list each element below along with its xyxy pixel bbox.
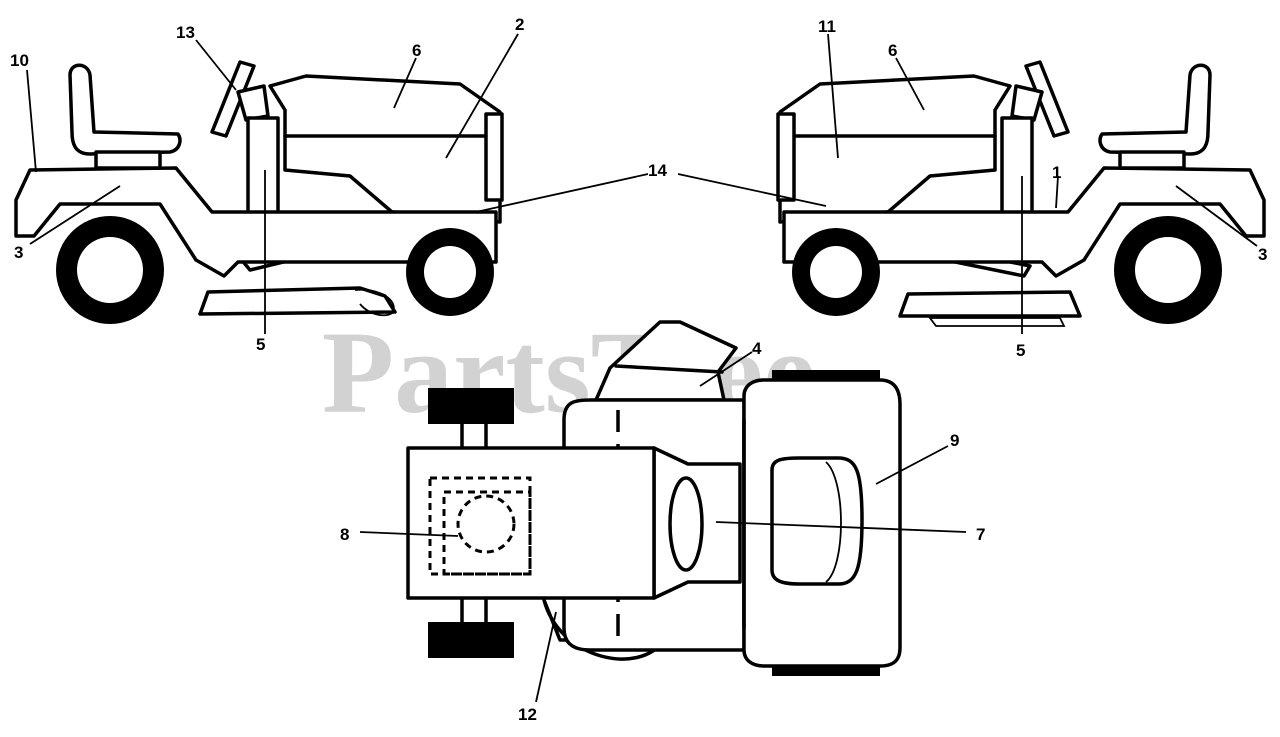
callout-1: 1 bbox=[1052, 163, 1061, 182]
callout-2: 2 bbox=[515, 15, 524, 34]
callout-12: 12 bbox=[518, 705, 537, 724]
tractor-right-side-view bbox=[776, 60, 1266, 327]
callout-9: 9 bbox=[950, 431, 959, 450]
callout-3-right: 3 bbox=[1258, 245, 1267, 264]
leader-lines bbox=[26, 33, 1258, 703]
callout-5-right: 5 bbox=[1016, 341, 1025, 360]
callout-7: 7 bbox=[976, 525, 985, 544]
callout-5-left: 5 bbox=[256, 335, 265, 354]
callout-14: 14 bbox=[648, 161, 667, 180]
callout-13: 13 bbox=[176, 23, 195, 42]
callout-10: 10 bbox=[10, 51, 29, 70]
tractor-top-view bbox=[406, 320, 902, 676]
callout-6-left: 6 bbox=[412, 41, 421, 60]
callout-4: 4 bbox=[752, 339, 762, 358]
callout-11: 11 bbox=[818, 17, 836, 36]
callout-labels: 10 13 6 2 3 5 14 11 6 1 3 5 4 9 7 8 12 bbox=[10, 15, 1267, 724]
callout-8: 8 bbox=[340, 525, 349, 544]
tractor-left-side-view bbox=[14, 60, 504, 324]
callout-3-left: 3 bbox=[14, 243, 23, 262]
callout-6-right: 6 bbox=[888, 41, 897, 60]
